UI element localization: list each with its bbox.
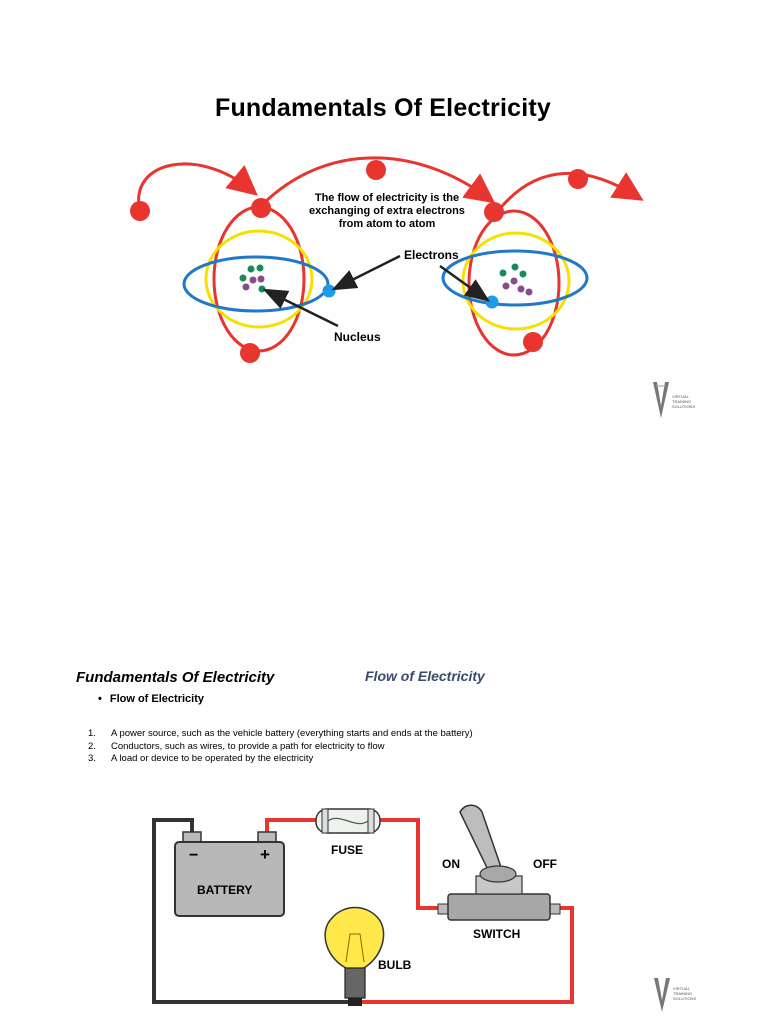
switch-label: SWITCH: [473, 927, 521, 941]
electron-red: [484, 202, 504, 222]
electrons-pointer-left: [331, 254, 401, 291]
electron-blue: [485, 295, 499, 309]
bulb-icon: [324, 906, 385, 1006]
logo-line: TRAINING: [673, 991, 693, 996]
list-text: A load or device to be operated by the e…: [111, 753, 314, 764]
bullet-heading: • Flow of Electricity: [98, 693, 204, 705]
atom-diagram: [130, 156, 669, 418]
slide-circuit: Fundamentals Of Electricity Flow of Elec…: [68, 662, 698, 1017]
logo-icon: [654, 978, 670, 1012]
logo-text: VIRTUAL TRAINING SOLUTIONS: [672, 394, 695, 409]
logo-icon: [653, 382, 669, 418]
switch-on-label: ON: [442, 857, 460, 871]
flow-arrow-middle: [261, 156, 496, 206]
list-text: A power source, such as the vehicle batt…: [111, 728, 473, 739]
switch-to-bulb-wire: [358, 906, 574, 1004]
nucleus-label: Nucleus: [334, 330, 381, 344]
list-number: 1.: [88, 728, 96, 739]
electrons-label: Electrons: [404, 248, 459, 262]
flow-arrow-left: [137, 162, 258, 212]
logo-line: TRAINING: [672, 399, 692, 404]
logo-line: VIRTUAL: [672, 394, 689, 399]
circuit-diagram: [152, 804, 670, 1012]
electrons-pointer-right: [439, 264, 491, 302]
flow-explanation: The flow of electricity is the exchangin…: [309, 192, 465, 230]
slide-title: Fundamentals Of Electricity: [76, 669, 275, 686]
switch-off-label: OFF: [533, 857, 557, 871]
logo-line: SOLUTIONS: [672, 404, 696, 409]
battery-icon: [174, 831, 285, 917]
list-number: 2.: [88, 740, 96, 752]
atom-left: [182, 205, 330, 353]
battery-plus: +: [260, 845, 270, 864]
requirements-list: 1. A power source, such as the vehicle ba…: [88, 728, 473, 766]
list-item: 2. Conductors, such as wires, to provide …: [88, 741, 473, 754]
logo-line: VIRTUAL: [673, 986, 690, 991]
electron-blue: [322, 284, 336, 298]
slide-subtitle: Flow of Electricity: [365, 668, 485, 684]
electron-red: [366, 160, 386, 180]
list-item: 3. A load or device to be operated by the…: [88, 753, 473, 766]
nucleus-pointer: [262, 288, 339, 328]
list-text: Conductors, such as wires, to provide a …: [111, 740, 385, 752]
list-number: 3.: [88, 753, 96, 764]
logo-line: SOLUTIONS: [673, 996, 697, 1001]
atom-right: [441, 209, 589, 357]
battery-label: BATTERY: [197, 883, 253, 897]
bullet-text: Flow of Electricity: [109, 693, 204, 705]
fuse-icon: [315, 808, 381, 834]
electron-red: [523, 332, 543, 352]
slide-atom-diagram: Fundamentals Of Electricity: [68, 86, 698, 424]
electron-red: [251, 198, 271, 218]
ground-wire: [152, 818, 348, 1004]
bulb-label: BULB: [378, 958, 412, 972]
bullet-dot-icon: •: [98, 693, 102, 705]
electron-red: [240, 343, 260, 363]
fuse-label: FUSE: [331, 843, 364, 857]
flow-arrow-right: [496, 172, 644, 212]
list-item: 1. A power source, such as the vehicle ba…: [88, 728, 473, 741]
battery-minus: −: [189, 847, 199, 864]
switch-icon: [437, 804, 561, 921]
slide-title: Fundamentals Of Electricity: [214, 94, 552, 122]
fuse-to-switch-wire: [380, 818, 446, 910]
electron-red: [568, 169, 588, 189]
electron-red: [130, 201, 150, 221]
logo-text: VIRTUAL TRAINING SOLUTIONS: [673, 986, 696, 1001]
